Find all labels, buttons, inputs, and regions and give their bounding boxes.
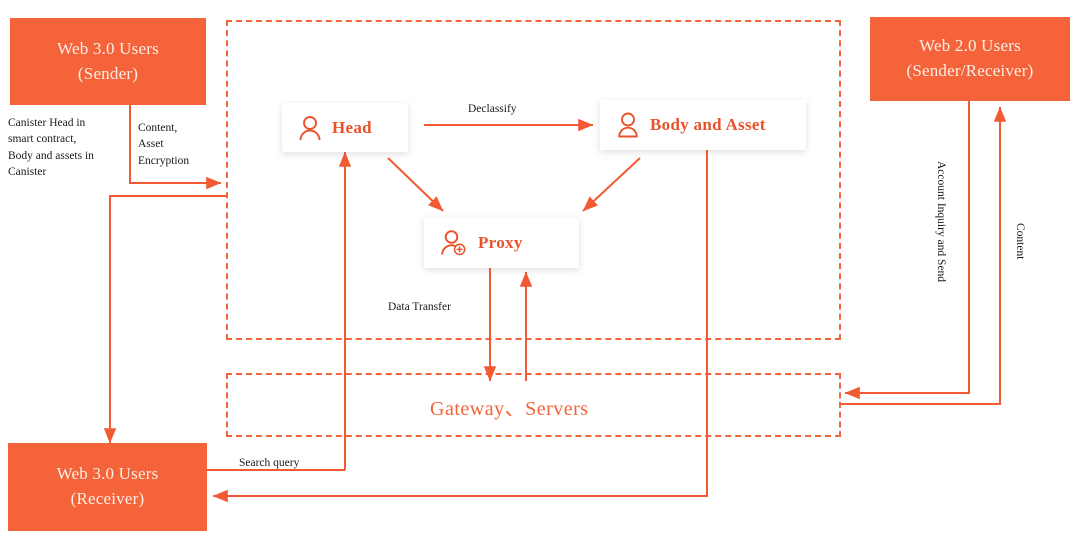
actor-web2-user-line1: Web 2.0 Users — [919, 36, 1021, 56]
actor-web2-user-line2: (Sender/Receiver) — [906, 61, 1034, 80]
node-proxy-label: Proxy — [478, 233, 523, 252]
person-add-icon — [441, 230, 466, 256]
dashed-zone-core — [226, 20, 841, 340]
wire-web2-to-gateway — [844, 101, 970, 400]
actor-web3-receiver[interactable]: Web 3.0 Users (Receiver) — [8, 443, 207, 531]
person-icon — [299, 115, 321, 140]
actor-web2-user[interactable]: Web 2.0 Users (Sender/Receiver) — [870, 17, 1070, 101]
actor-web3-receiver-line2: (Receiver) — [70, 489, 145, 508]
label-account-inquiry: Account Inquiry and Send — [935, 161, 947, 283]
actor-web3-sender[interactable]: Web 3.0 Users (Sender) — [10, 18, 206, 105]
label-data-transfer: Data Transfer — [388, 301, 451, 313]
wire-core-to-receiver — [103, 195, 226, 444]
wire-gateway-to-web2 — [841, 106, 1007, 405]
node-head-label: Head — [332, 117, 372, 137]
label-content-asset-encryption: Content, Asset Encryption — [138, 122, 190, 167]
person-filled-icon — [618, 112, 638, 138]
node-head[interactable]: Head — [282, 103, 408, 152]
node-body-asset[interactable]: Body and Asset — [600, 100, 806, 150]
node-body-asset-label: Body and Asset — [650, 115, 766, 134]
label-declassify: Declassify — [468, 103, 517, 115]
label-content: Content — [1014, 223, 1026, 260]
node-gateway-label: Gateway、Servers — [430, 398, 589, 420]
actor-web3-receiver-line1: Web 3.0 Users — [56, 464, 159, 484]
node-proxy[interactable]: Proxy — [424, 218, 579, 268]
actor-web3-sender-line1: Web 3.0 Users — [57, 38, 159, 58]
label-search-query: Search query — [239, 457, 300, 469]
label-canister: Canister Head in smart contract, Body an… — [8, 117, 94, 178]
actor-web3-sender-line2: (Sender) — [77, 63, 139, 83]
